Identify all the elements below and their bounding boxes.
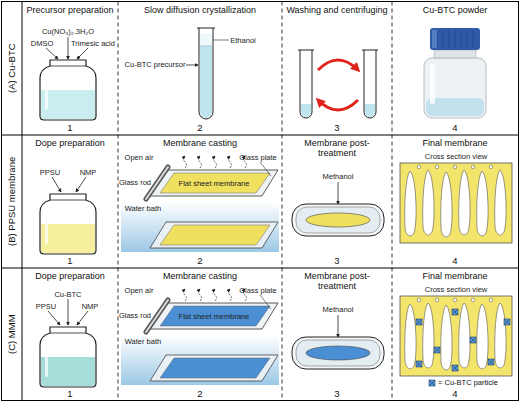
step-heading: Membrane post- treatment [297, 271, 377, 292]
part-label: Flat sheet membrane [179, 179, 250, 188]
step-heading: Membrane post- treatment [297, 138, 377, 159]
dope-bottle [40, 194, 96, 254]
membrane-casting [121, 156, 279, 252]
step-number: 4 [452, 389, 457, 399]
step-number: 3 [334, 256, 339, 266]
column-divider [118, 2, 119, 401]
cross-section [400, 296, 512, 376]
part-label: DMSO [31, 39, 54, 48]
part-label: Cross section view [425, 285, 488, 294]
step-heading: Slow diffusion crystallization [144, 5, 256, 15]
step-heading: Dope preparation [35, 271, 105, 281]
methanol-dish [292, 182, 384, 236]
part-label: Cu-BTC precursor [125, 60, 186, 69]
row-divider [2, 135, 519, 136]
step-number: 3 [334, 123, 339, 133]
part-label: Glass plate [239, 286, 277, 295]
legend-item: = Cu-BTC particle [428, 378, 498, 387]
part-label: PPSU [36, 302, 56, 311]
step-heading: Cu-BTC powder [423, 5, 488, 15]
step-heading: Washing and centrifuging [286, 5, 387, 15]
column-divider [22, 2, 23, 401]
part-label: Cu(NO₃)₂.3H₂O [42, 27, 94, 36]
step-cell: Washing and centrifuging 3 [282, 2, 392, 135]
part-label: Cross section view [425, 152, 488, 161]
part-label: Water bath [125, 204, 161, 213]
step-cell: Membrane post- treatment 3 [282, 135, 392, 268]
part-label: Cu-BTC [54, 290, 81, 299]
step-number: 4 [452, 256, 457, 266]
step-number: 2 [197, 389, 202, 399]
part-label: Flat sheet membrane [179, 312, 250, 321]
column-divider [392, 2, 393, 401]
step-number: 1 [67, 256, 72, 266]
step-number: 3 [334, 389, 339, 399]
step-cell: Dope preparation 1 [22, 268, 118, 401]
step-heading: Final membrane [422, 271, 487, 281]
step-cell: Dope preparation 1 [22, 135, 118, 268]
step-number: 4 [452, 123, 457, 133]
part-label: Water bath [125, 337, 161, 346]
part-label: Methanol [323, 172, 354, 181]
part-label: NMP [80, 168, 97, 177]
step-heading: Final membrane [422, 138, 487, 148]
row-divider [2, 268, 519, 269]
row-label: (A) Cu-BTC [2, 2, 22, 135]
step-heading: Dope preparation [35, 138, 105, 148]
step-cell: Precursor preparation 1 [22, 2, 118, 135]
part-label: Ethanol [230, 36, 255, 45]
part-label: Trimesic acid [71, 39, 115, 48]
legend-text: = Cu-BTC particle [438, 378, 498, 387]
row-band: (A) Cu-BTC Precursor preparation 1 Slow dif… [2, 2, 518, 135]
precursor-bottle [40, 60, 96, 120]
swatch-box [429, 380, 435, 386]
dope-arrows [52, 177, 86, 192]
legend-swatch [428, 379, 436, 387]
row-label: (B) PPSU membrane [2, 135, 22, 268]
step-heading: Precursor preparation [26, 5, 113, 15]
part-label: Open air [125, 286, 154, 295]
step-heading: Membrane casting [163, 271, 237, 281]
row-label: (C) MMM [2, 268, 22, 401]
swatch-cross [429, 380, 435, 386]
methanol-dish [292, 315, 384, 369]
step-number: 2 [197, 256, 202, 266]
part-label: Glass rod [119, 178, 151, 187]
step-cell: Cu-BTC powder 4 [392, 2, 518, 135]
step-number: 2 [197, 123, 202, 133]
column-divider [282, 2, 283, 401]
step-number: 1 [67, 389, 72, 399]
part-label: Glass rod [119, 311, 151, 320]
cross-section [400, 163, 512, 243]
membrane-casting [121, 289, 279, 385]
centrifuge-tubes [298, 50, 378, 118]
part-label: NMP [82, 302, 99, 311]
step-cell: Membrane post- treatment 3 [282, 268, 392, 401]
dope-bottle [40, 327, 96, 387]
part-label: Open air [125, 153, 154, 162]
part-label: PPSU [40, 168, 60, 177]
step-heading: Membrane casting [163, 138, 237, 148]
step-number: 1 [67, 123, 72, 133]
powder-bottle-photo [424, 28, 486, 118]
part-label: Glass plate [239, 153, 277, 162]
part-label: Methanol [323, 305, 354, 314]
cu-btc-particles [416, 309, 510, 371]
test-tube [186, 28, 229, 119]
